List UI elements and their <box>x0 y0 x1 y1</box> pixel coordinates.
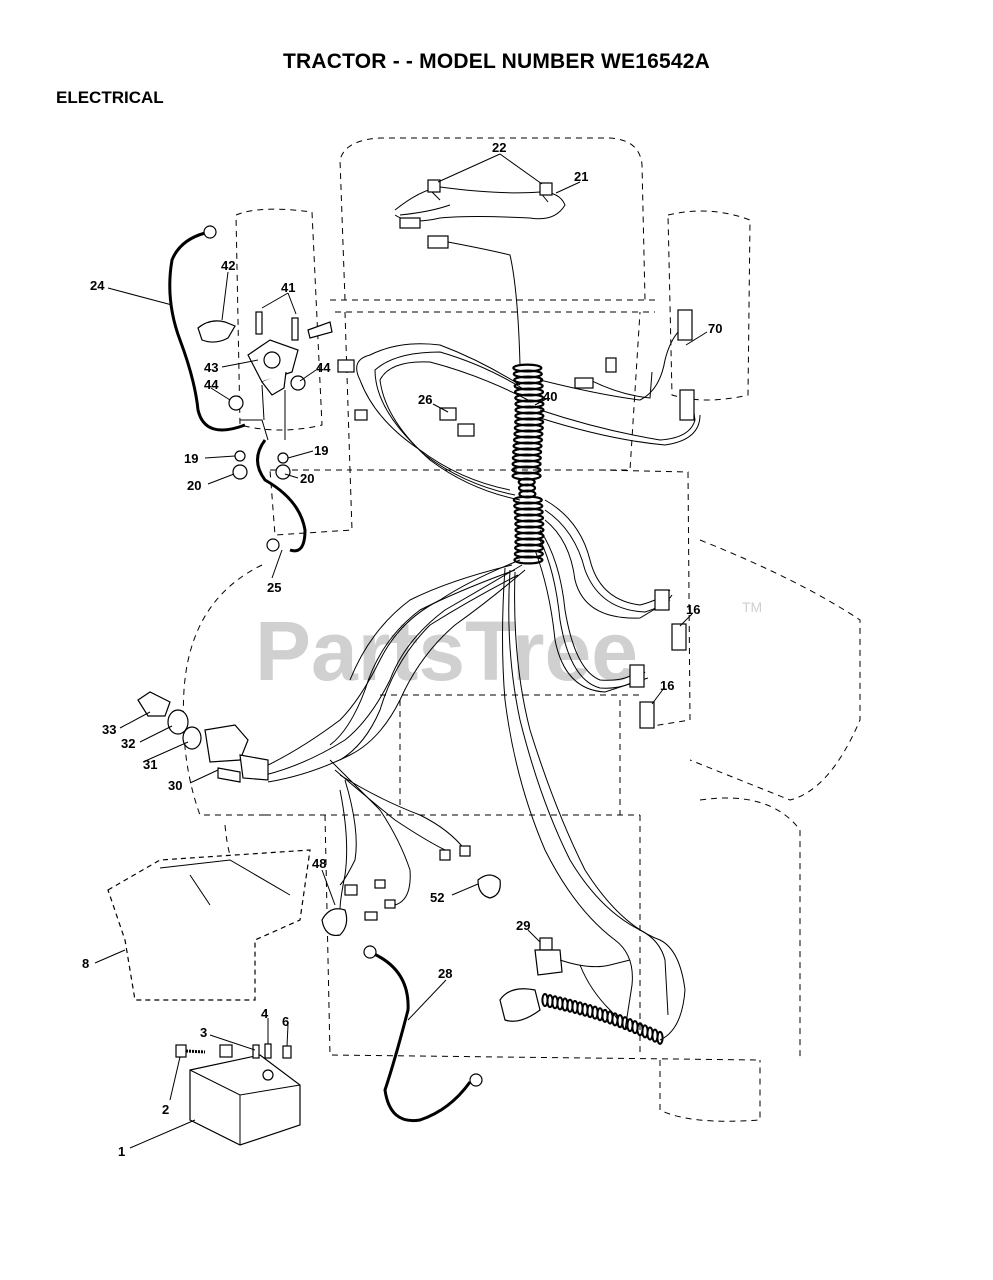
tractor-outline <box>182 137 861 1122</box>
headlight-harness <box>394 179 566 366</box>
battery-hardware <box>175 1043 292 1059</box>
cable-terminal <box>266 538 280 552</box>
callout-19b: 19 <box>314 443 328 458</box>
watermark-tm: TM <box>742 599 762 615</box>
callout-24: 24 <box>90 278 105 293</box>
cable-terminal <box>469 1073 483 1087</box>
section-heading: ELECTRICAL <box>56 88 164 107</box>
callout-44a: 44 <box>204 377 219 392</box>
battery-tray <box>107 849 311 1001</box>
leader-lines <box>94 153 708 1149</box>
callout-30: 30 <box>168 778 182 793</box>
harness-wires <box>261 329 701 1041</box>
callout-26: 26 <box>418 392 432 407</box>
callout-8: 8 <box>82 956 89 971</box>
callout-20b: 20 <box>300 471 314 486</box>
seat-switch-coil <box>541 993 664 1045</box>
callout-42: 42 <box>221 258 235 273</box>
battery-cable <box>168 231 246 432</box>
callout-28: 28 <box>438 966 452 981</box>
starter-cable <box>256 439 307 553</box>
fuse-holder <box>321 845 471 937</box>
callout-33: 33 <box>102 722 116 737</box>
cable-terminal <box>363 945 377 959</box>
callout-22: 22 <box>492 140 506 155</box>
callout-32: 32 <box>121 736 135 751</box>
callout-20a: 20 <box>187 478 201 493</box>
callout-1: 1 <box>118 1144 125 1159</box>
callout-3: 3 <box>200 1025 207 1040</box>
callout-31: 31 <box>143 757 157 772</box>
callout-41: 41 <box>281 280 295 295</box>
callout-43: 43 <box>204 360 218 375</box>
callout-19a: 19 <box>184 451 198 466</box>
page-title: TRACTOR - - MODEL NUMBER WE16542A <box>282 50 711 73</box>
callout-70: 70 <box>708 321 722 336</box>
callout-29: 29 <box>516 918 530 933</box>
battery <box>189 1044 301 1146</box>
callout-16a: 16 <box>686 602 700 617</box>
pto-connector <box>477 874 501 899</box>
callout-25: 25 <box>267 580 281 595</box>
callout-2: 2 <box>162 1102 169 1117</box>
callout-21: 21 <box>574 169 588 184</box>
callout-4: 4 <box>261 1006 269 1021</box>
callout-40: 40 <box>543 389 557 404</box>
main-harness-coil <box>511 363 545 565</box>
watermark: PartsTree TM <box>255 599 762 698</box>
callout-16b: 16 <box>660 678 674 693</box>
watermark-text: PartsTree <box>255 604 638 698</box>
callout-6: 6 <box>282 1014 289 1029</box>
callout-44b: 44 <box>316 360 331 375</box>
solenoid <box>197 311 333 480</box>
callout-48: 48 <box>312 856 326 871</box>
connectors <box>337 309 695 729</box>
callout-52: 52 <box>430 890 444 905</box>
cable-terminal <box>203 225 217 239</box>
callout-labels: 22 21 42 41 24 70 43 44 44 40 26 19 19 2… <box>82 140 722 1159</box>
ignition-switch <box>137 691 269 783</box>
ground-cable <box>371 951 472 1123</box>
seat-switch <box>499 937 631 1026</box>
